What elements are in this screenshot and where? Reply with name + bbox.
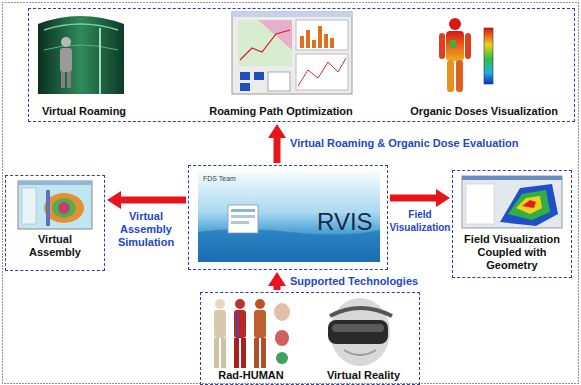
red-arrow: [268, 124, 286, 163]
arrow-label: Virtual Assembly Simulation: [112, 210, 180, 249]
panel-caption: Virtual Reality: [311, 369, 416, 382]
field-screenshot: [462, 176, 562, 228]
vr-headset: [328, 298, 392, 366]
dashed-panel: Field Visualization Coupled with Geometr…: [452, 170, 572, 278]
panel-caption: Virtual Assembly: [16, 233, 94, 259]
panel-caption: RVIS: [317, 208, 383, 236]
path-optimization-screenshot: [232, 12, 352, 94]
arrow-label: Supported Technologies: [290, 275, 490, 288]
arrow-label: Field Visualization: [389, 208, 451, 234]
panel-caption: FDS Team: [203, 175, 273, 183]
roaming-picture: [38, 16, 124, 94]
red-arrow: [390, 189, 450, 207]
assembly-screenshot: [18, 181, 92, 229]
panel-caption: Rad-HUMAN: [206, 369, 296, 382]
dashed-panel: Rad-HUMAN Virtual Reality: [200, 292, 420, 385]
panel-caption: Virtual Roaming: [34, 105, 134, 118]
red-arrow: [268, 272, 286, 290]
outer-frame: [3, 3, 579, 384]
red-arrow: [107, 191, 186, 209]
dashed-panel: Virtual Roaming Roaming Path Optimization…: [28, 8, 575, 122]
panel-caption: Field Visualization Coupled with Geometr…: [456, 233, 568, 272]
panel-caption: Roaming Path Optimization: [196, 105, 366, 118]
arrow-label: Virtual Roaming & Organic Dose Evaluatio…: [290, 137, 560, 150]
rad-human-figures: [214, 299, 290, 368]
dashed-panel: FDS TeamRVIS: [188, 165, 388, 270]
panel-caption: Organic Doses Visualization: [399, 105, 569, 118]
dashed-panel: Virtual Assembly: [5, 175, 105, 271]
dose-phantom: [439, 18, 493, 92]
